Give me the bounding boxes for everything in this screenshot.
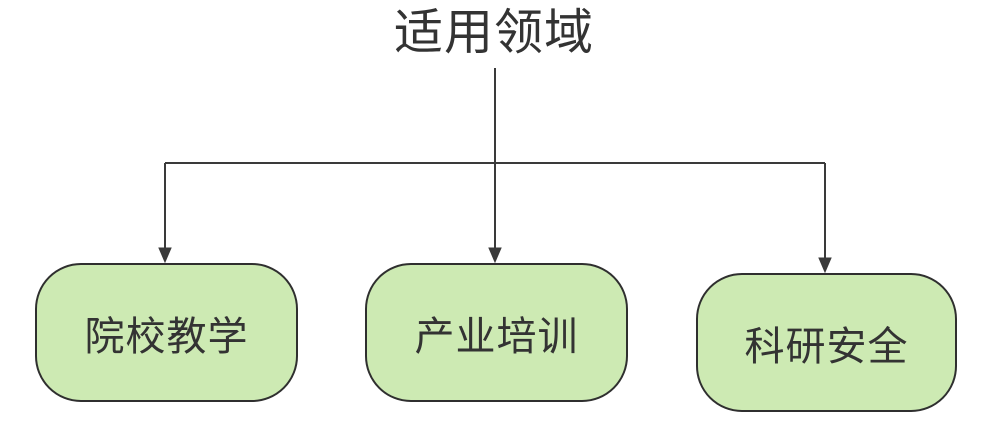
node-research-safety: 科研安全	[696, 273, 957, 412]
diagram-title: 适用领域	[393, 6, 594, 60]
node-industry-training: 产业培训	[365, 263, 628, 402]
arrowhead-left-icon	[158, 247, 172, 264]
arrowhead-right-icon	[818, 257, 832, 274]
node-label: 科研安全	[744, 324, 909, 369]
arrowhead-middle-icon	[488, 247, 502, 264]
node-label: 产业培训	[414, 314, 579, 359]
node-label: 院校教学	[84, 314, 249, 359]
node-college-teaching: 院校教学	[35, 263, 298, 402]
